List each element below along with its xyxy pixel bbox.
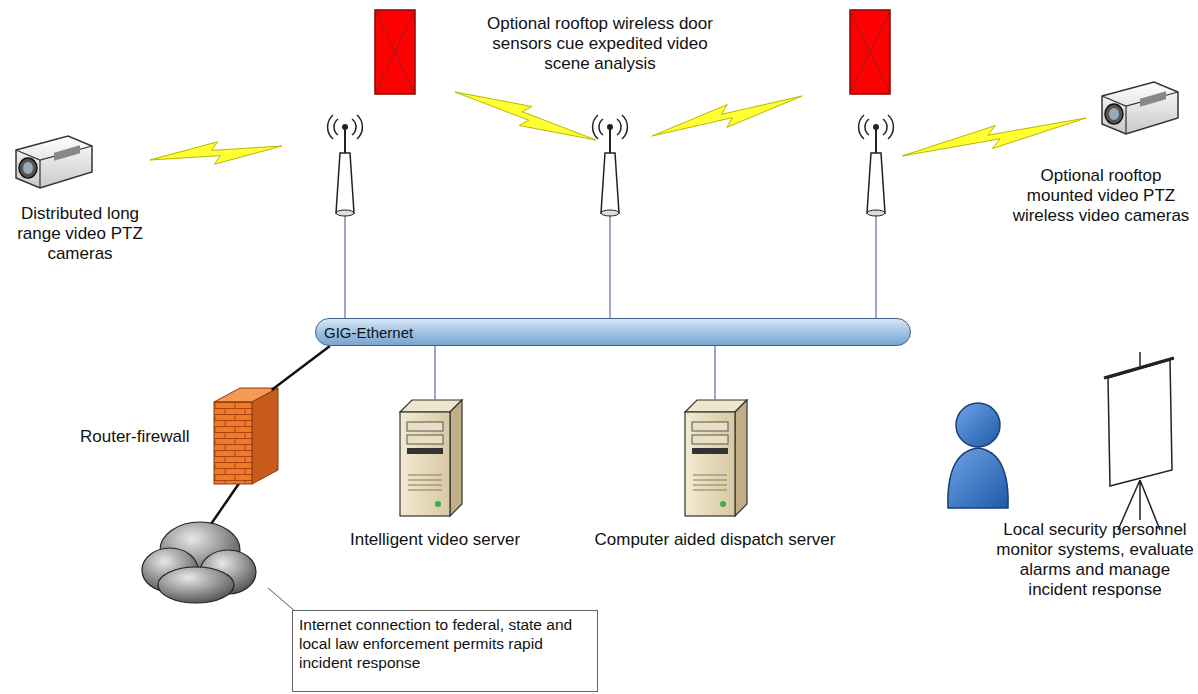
wireless-antenna: [859, 115, 894, 216]
node-text: Computer aided dispatch server: [595, 530, 836, 550]
ptz-camera: [1102, 82, 1178, 134]
antenna-drop: [345, 216, 876, 318]
door-sensor: [375, 10, 415, 94]
node-text: Internet connection to federal, state an…: [299, 615, 591, 672]
node-text: Router-firewall: [80, 427, 190, 447]
video-server: Intelligent video server: [335, 400, 535, 550]
callout-leader: [268, 588, 296, 612]
ptz-camera: [16, 136, 92, 188]
server-icon: [400, 400, 462, 516]
network-link: [272, 346, 330, 390]
server-icon: [685, 400, 747, 516]
router-firewall: Router-firewall: [70, 388, 280, 484]
wireless-links: [150, 92, 1086, 164]
network-link: [714, 346, 716, 400]
firewall-icon: [214, 388, 278, 484]
sensor-note: Optional rooftop wireless door sensors c…: [480, 14, 720, 74]
internet-cloud: [142, 522, 256, 603]
wireless-bolt: [455, 92, 596, 140]
ethernet-backbone: GIG-Ethernet: [315, 318, 911, 346]
node-text: GIG-Ethernet: [324, 324, 413, 341]
display-screen: [1104, 352, 1174, 530]
personnel-label: Local security personnel monitor systems…: [995, 520, 1195, 600]
callout-box: Internet connection to federal, state an…: [292, 610, 598, 692]
wireless-antenna: [328, 115, 363, 216]
wireless-antenna: [593, 115, 628, 216]
camera-label: Optional rooftop mounted video PTZ wirel…: [1010, 166, 1192, 226]
camera-label: Distributed long range video PTZ cameras: [5, 204, 155, 264]
wireless-bolt: [652, 96, 802, 136]
network-link: [434, 346, 436, 400]
node-text: Intelligent video server: [350, 530, 520, 550]
wireless-bolt: [150, 142, 282, 164]
dispatch-server: Computer aided dispatch server: [585, 400, 845, 550]
security-person: [948, 403, 1008, 508]
door-sensor: [850, 10, 890, 94]
wireless-bolt: [902, 118, 1086, 156]
